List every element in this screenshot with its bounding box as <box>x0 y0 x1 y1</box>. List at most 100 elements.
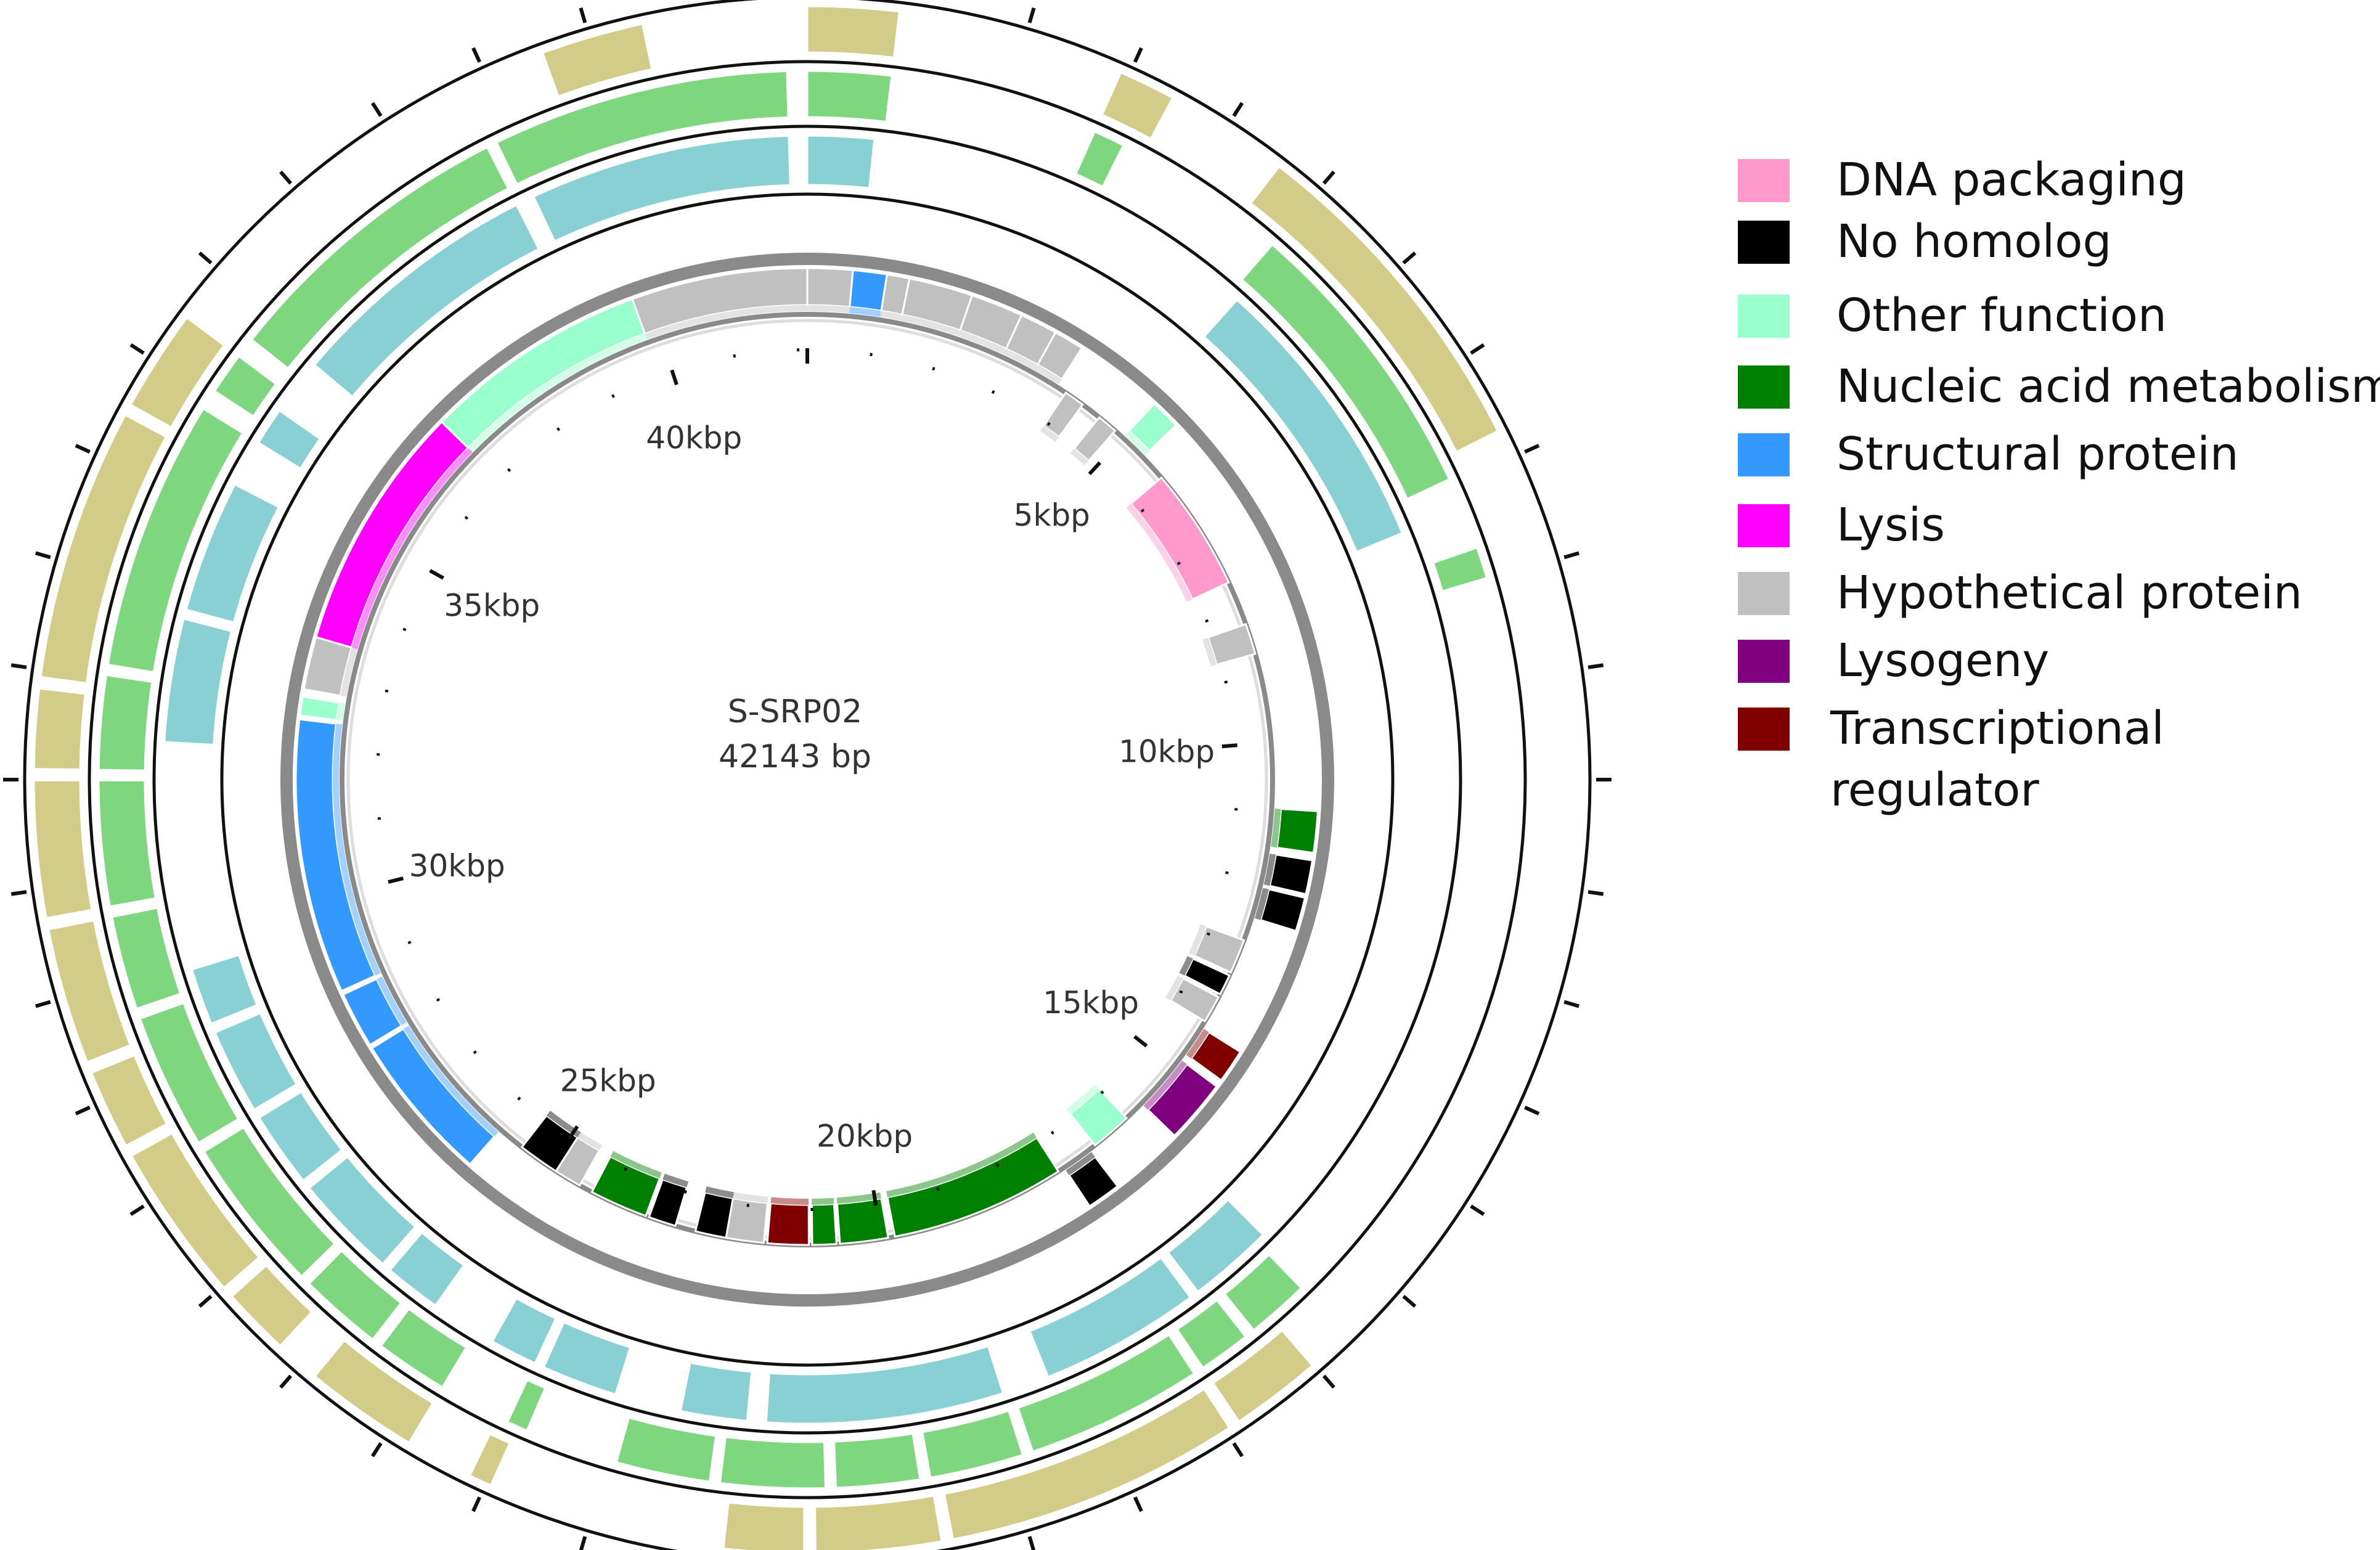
homology-segment <box>679 1361 753 1422</box>
homology-segment <box>1212 1329 1314 1423</box>
homology-segment <box>163 618 233 746</box>
homology-segment <box>615 1416 717 1483</box>
homology-segment <box>1017 1333 1196 1453</box>
tick-label: 10kbp <box>1119 733 1215 769</box>
inner-major-tick <box>670 369 679 386</box>
homology-segment <box>213 355 277 418</box>
legend-swatch <box>1738 708 1790 751</box>
outer-tick <box>1133 1496 1143 1512</box>
homology-segment <box>111 907 182 1010</box>
gene-hypo <box>1207 622 1257 666</box>
homology-segment <box>532 134 791 243</box>
gene-nohom <box>694 1191 735 1239</box>
gene-other <box>1128 402 1178 452</box>
inner-minor-tick <box>517 1096 521 1101</box>
gene-hypo <box>1036 331 1083 381</box>
tick-label: 15kbp <box>1043 985 1139 1021</box>
gene-shadow <box>770 1197 809 1205</box>
gene-shadow <box>1202 637 1217 667</box>
homology-segment <box>1074 130 1125 188</box>
gene-shadow <box>836 1192 881 1204</box>
inner-minor-tick <box>507 468 511 472</box>
inner-major-tick <box>1133 1035 1148 1048</box>
ring-outline <box>152 124 1462 1435</box>
outer-tick <box>1322 170 1335 185</box>
gene-nucleic <box>590 1155 661 1217</box>
outer-tick <box>1524 1106 1540 1116</box>
outer-tick <box>1133 47 1143 63</box>
outer-tick <box>279 1374 293 1389</box>
gene-shadow <box>1126 504 1192 602</box>
outer-tick <box>1470 343 1485 355</box>
homology-segment <box>722 1501 805 1550</box>
gene-shadow <box>812 1197 834 1205</box>
homology-segment <box>308 1249 402 1341</box>
outer-tick <box>1587 663 1604 669</box>
gene-trans <box>766 1202 810 1246</box>
gene-shadow <box>468 333 647 452</box>
homology-segment <box>190 953 258 1026</box>
legend-swatch <box>1738 295 1790 338</box>
gene-shadow <box>1040 426 1059 443</box>
gene-shadow <box>1066 1152 1096 1176</box>
outer-tick <box>1587 890 1604 896</box>
gene-shadow <box>577 1132 603 1151</box>
gene-shadow <box>1186 1029 1209 1059</box>
gene-shadow <box>1070 448 1089 466</box>
outer-tick <box>75 1106 91 1116</box>
inner-minor-tick <box>1050 1130 1054 1135</box>
gene-trans <box>1189 1030 1242 1082</box>
gene-shadow <box>336 703 346 721</box>
gene-shadow <box>886 1132 1037 1197</box>
outer-tick <box>198 1294 213 1308</box>
tick-label: 40kbp <box>646 420 742 456</box>
homology-segment <box>542 1321 632 1396</box>
gene-nucleic <box>836 1197 889 1245</box>
gene-shadow <box>645 305 807 340</box>
gene-other <box>1069 1087 1128 1147</box>
homology-segment <box>506 1379 547 1432</box>
homology-segment <box>313 203 540 398</box>
legend-swatch <box>1738 221 1790 264</box>
gene-shadow <box>849 307 882 317</box>
outer-tick <box>1563 1000 1579 1008</box>
outer-tick <box>1232 1442 1244 1458</box>
gene-shadow <box>1003 348 1038 370</box>
legend-label: Lysis <box>1836 499 1945 552</box>
homology-segment <box>541 23 653 98</box>
genome-backbone-ring <box>280 253 1334 1307</box>
homology-segment <box>90 1054 168 1148</box>
gene-nohom <box>1067 1156 1119 1208</box>
outer-tick <box>579 1536 587 1550</box>
homology-segment <box>491 1297 557 1364</box>
outer-tick <box>10 663 27 669</box>
outer-tick <box>579 7 587 23</box>
ring-outline <box>220 192 1395 1367</box>
gene-track <box>295 267 1319 1246</box>
gene-hypo <box>1072 416 1117 462</box>
legend-swatch <box>1738 159 1790 202</box>
homology-segment <box>1202 298 1404 553</box>
gene-shadow <box>1034 364 1062 385</box>
gene-hypo <box>1193 925 1245 974</box>
gene-struct <box>370 1027 496 1166</box>
gene-shadow <box>377 976 407 1026</box>
legend-label: Structural protein <box>1836 428 2239 481</box>
backbone-outer <box>280 253 1334 1307</box>
homology-segment <box>1167 1198 1265 1293</box>
inner-major-tick <box>567 1125 579 1140</box>
outer-tick <box>279 170 293 185</box>
homology-segment <box>130 1132 261 1289</box>
gene-nohom <box>520 1114 579 1173</box>
homology-segment <box>39 414 168 685</box>
homology-segment <box>380 1307 468 1389</box>
inner-minor-tick <box>556 427 561 431</box>
outer-tick <box>471 47 481 63</box>
homology-segment <box>833 1432 921 1489</box>
outer-tick <box>35 551 51 560</box>
homology-segment <box>1175 1299 1247 1369</box>
homology-segment <box>1432 546 1488 592</box>
tick-label: 30kbp <box>409 848 505 884</box>
inner-minor-tick <box>436 998 441 1002</box>
